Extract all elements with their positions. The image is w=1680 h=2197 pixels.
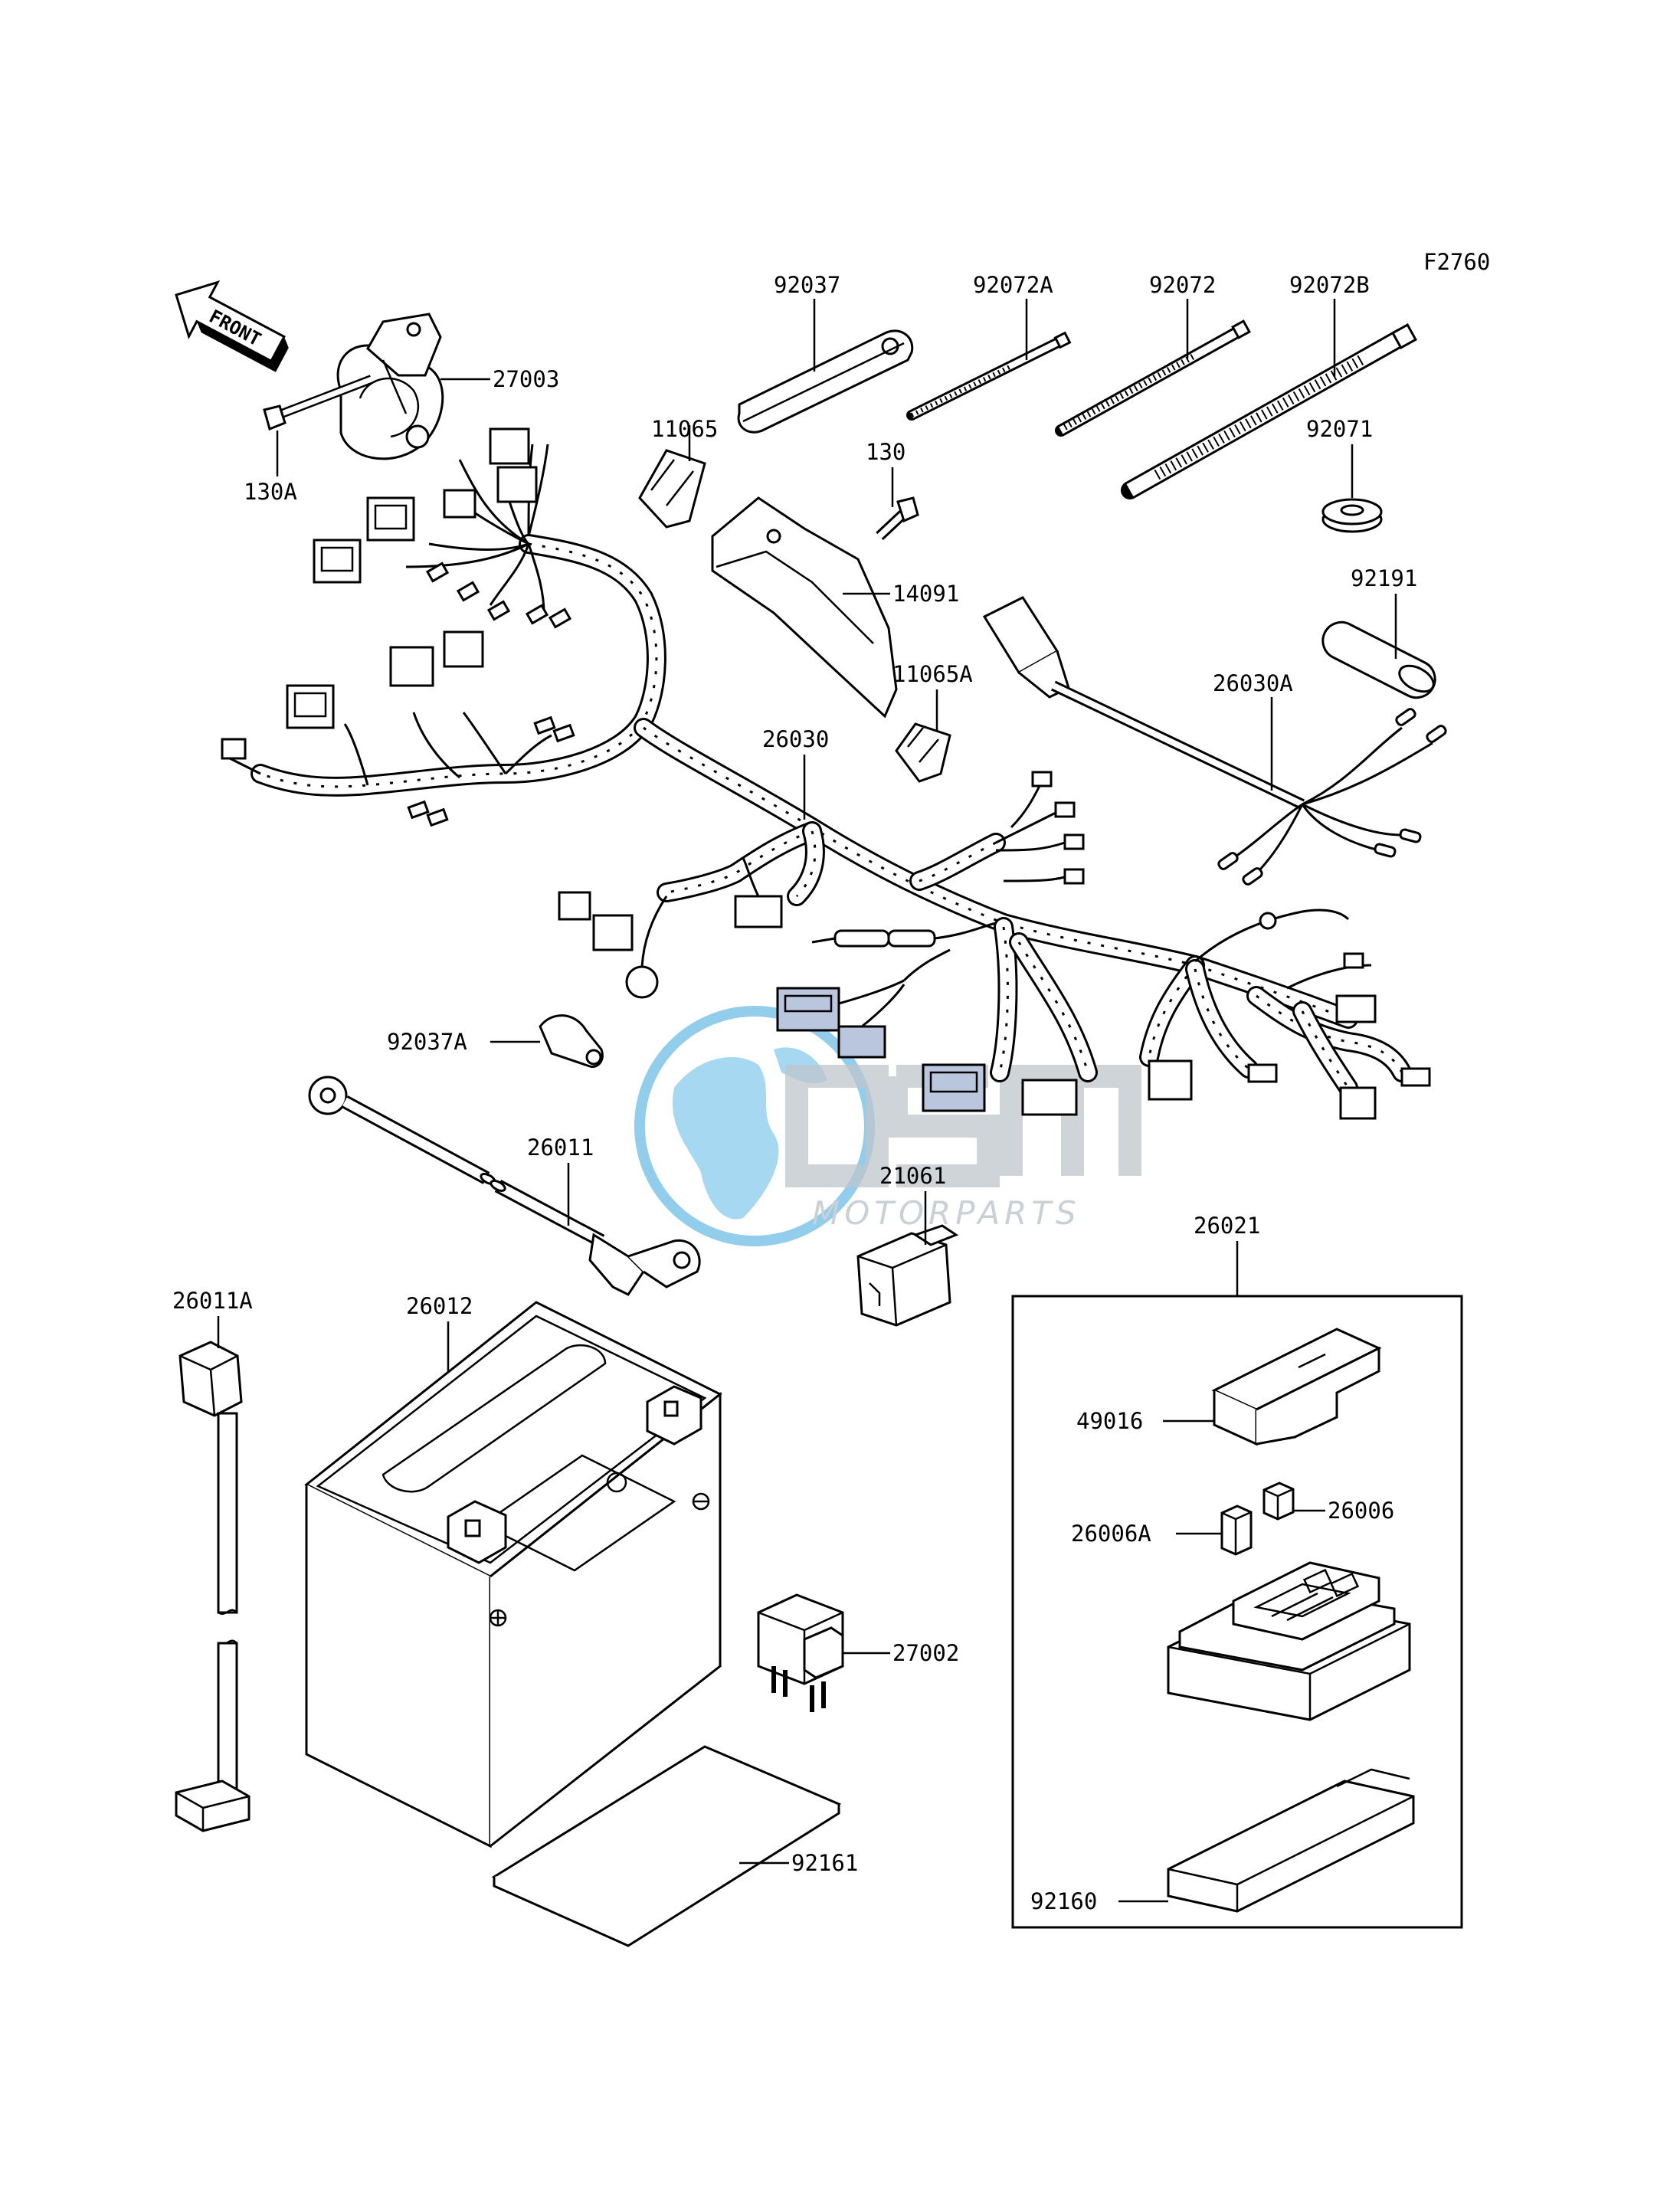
label-92072: 92072 bbox=[1149, 272, 1216, 298]
label-11065: 11065 bbox=[651, 416, 718, 442]
bolt-130 bbox=[876, 496, 919, 541]
front-arrow-icon: FRONT bbox=[175, 280, 289, 372]
label-26021: 26021 bbox=[1194, 1213, 1260, 1239]
pad-92161 bbox=[491, 1745, 842, 1947]
fuse-26006 bbox=[1262, 1482, 1295, 1521]
watermark-sub-text: MOTORPARTS bbox=[812, 1194, 1081, 1232]
label-26030: 26030 bbox=[762, 726, 829, 752]
label-26006A: 26006A bbox=[1071, 1521, 1151, 1547]
band-92072B bbox=[1121, 323, 1417, 499]
label-26011: 26011 bbox=[527, 1135, 594, 1161]
label-21061: 21061 bbox=[879, 1163, 946, 1189]
sub-harness-26030A bbox=[982, 596, 1447, 886]
label-14091: 14091 bbox=[892, 581, 959, 607]
plate-92037 bbox=[737, 329, 914, 434]
relay-27002 bbox=[757, 1593, 844, 1712]
label-27003: 27003 bbox=[493, 366, 559, 392]
label-26006: 26006 bbox=[1328, 1498, 1394, 1524]
label-92037: 92037 bbox=[774, 272, 840, 298]
label-92037A: 92037A bbox=[387, 1029, 467, 1055]
clamp-92037A bbox=[539, 1014, 604, 1069]
figure-code: F2760 bbox=[1423, 249, 1490, 275]
label-92072B: 92072B bbox=[1289, 272, 1370, 298]
label-130A: 130A bbox=[244, 479, 297, 505]
main-harness-26030 bbox=[221, 427, 1431, 1120]
label-11065A: 11065A bbox=[892, 661, 973, 687]
horn-27003 bbox=[336, 313, 444, 460]
lead-26011 bbox=[308, 1076, 701, 1296]
tube-92191 bbox=[1321, 620, 1436, 699]
label-92161: 92161 bbox=[791, 1850, 858, 1876]
bolt-130A bbox=[263, 375, 374, 431]
label-49016: 49016 bbox=[1076, 1408, 1143, 1434]
label-130: 130 bbox=[866, 439, 905, 465]
label-26011A: 26011A bbox=[172, 1288, 253, 1314]
grommet-92071 bbox=[1321, 498, 1383, 533]
relay-21061 bbox=[856, 1224, 959, 1327]
label-27002: 27002 bbox=[892, 1640, 959, 1666]
label-26030A: 26030A bbox=[1213, 670, 1293, 696]
band-92072A bbox=[906, 331, 1072, 421]
battery-26012 bbox=[304, 1301, 722, 1848]
cover-92160 bbox=[1167, 1768, 1415, 1913]
label-92160: 92160 bbox=[1030, 1888, 1097, 1914]
clamp-11065 bbox=[638, 449, 706, 529]
fuse-26006A bbox=[1220, 1505, 1253, 1556]
clamp-11065A bbox=[895, 722, 951, 783]
cover-49016 bbox=[1211, 1328, 1382, 1446]
cable-26011A bbox=[175, 1341, 251, 1832]
blue-connector-b bbox=[837, 1025, 886, 1059]
band-92072 bbox=[1055, 319, 1251, 437]
label-26012: 26012 bbox=[406, 1293, 473, 1319]
blue-connector-a bbox=[776, 987, 840, 1032]
junction-box-body bbox=[1167, 1561, 1411, 1721]
label-92191: 92191 bbox=[1351, 565, 1417, 591]
cover-14091 bbox=[711, 496, 898, 719]
label-92072A: 92072A bbox=[973, 272, 1053, 298]
label-92071: 92071 bbox=[1306, 416, 1373, 442]
